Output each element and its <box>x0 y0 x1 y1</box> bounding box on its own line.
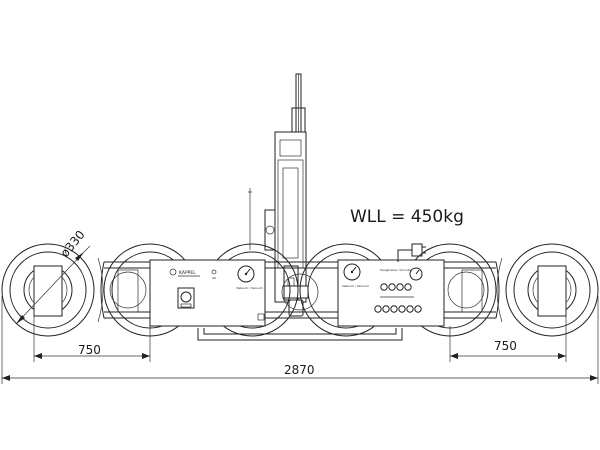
overall-length-label: 2870 <box>284 363 315 377</box>
circuit-buttons-top-row <box>380 283 412 291</box>
right-spacing-label: 750 <box>494 339 517 353</box>
right-spacing-dimension: 750 <box>449 296 567 362</box>
gauge-icon <box>409 267 423 281</box>
pad-diameter-label: ø330 <box>58 228 88 260</box>
brand-logo-icon <box>169 268 177 276</box>
gauge-left-label: Vakuum / Vacuum <box>236 286 263 290</box>
left-control-box: KAPPEL Vakuum / Vacuum <box>149 259 266 327</box>
left-spacing-dimension: 750 <box>33 296 151 362</box>
wll-label: WLL = 450kg <box>350 207 464 227</box>
gauge-icon <box>343 263 361 281</box>
power-switch <box>177 287 195 309</box>
power-plug-icon <box>411 243 426 257</box>
overall-length-dimension: 2870 <box>1 296 599 384</box>
power-cable <box>397 243 426 262</box>
brand-label: KAPPEL <box>179 270 196 276</box>
gauge-icon <box>237 265 255 283</box>
lifting-mast <box>248 73 309 317</box>
right-control-box: Vakuum / Vacuum Saugkreise / Circuits <box>337 259 445 327</box>
gauge-right-label: Vakuum / Vacuum <box>342 284 369 288</box>
left-spacing-label: 750 <box>78 343 101 357</box>
button-panel-label: Saugkreise / Circuits <box>380 268 411 272</box>
circuit-buttons-bottom-row <box>374 305 422 313</box>
